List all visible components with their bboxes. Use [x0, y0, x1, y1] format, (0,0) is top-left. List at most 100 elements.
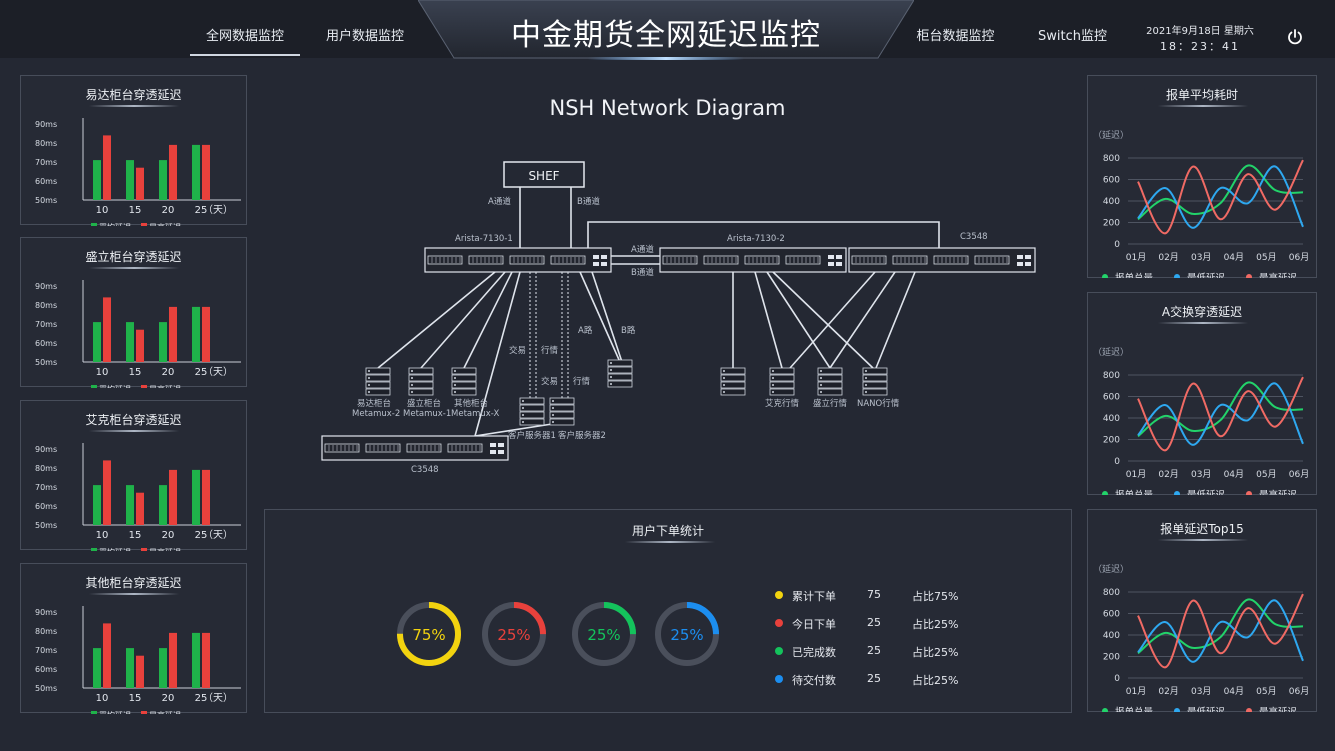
legend-count: 25: [867, 616, 881, 629]
legend-name: 已完成数: [792, 646, 836, 659]
y-tick-label: 80ms: [35, 464, 57, 473]
label-trade-1: 交易: [509, 345, 526, 356]
title-underline: [1158, 105, 1248, 107]
legend-ratio: 占比25%: [912, 646, 959, 659]
bar: [192, 144, 200, 200]
x-tick-label: 15: [129, 693, 142, 704]
nav-tab-counter-monitor[interactable]: 柜台数据监控: [916, 29, 995, 44]
bar: [192, 306, 200, 362]
legend-ratio: 占比25%: [912, 618, 959, 631]
x-tick-label: 15: [129, 367, 142, 378]
bar: [103, 297, 111, 362]
ring-percent-label: 75%: [412, 626, 445, 644]
panel-title: 其他柜台穿透延迟: [85, 576, 182, 590]
x-tick-label: 06月: [1289, 686, 1309, 697]
y-tick-label: 800: [1103, 588, 1120, 598]
label-quote-2: 行情: [573, 376, 591, 387]
legend-swatch: [1174, 708, 1180, 712]
series-line: [1137, 159, 1304, 235]
label-shengli-metamux: Metamux-1: [403, 409, 451, 419]
x-tick-label: 03月: [1191, 252, 1211, 263]
bar: [126, 160, 134, 200]
server-yida: [365, 367, 391, 396]
bar: [192, 469, 200, 525]
c3548-bottom-switch: [321, 435, 509, 461]
series-line: [1137, 381, 1304, 438]
bar: [93, 485, 101, 525]
y-tick-label: 90ms: [35, 120, 57, 129]
network-diagram: SHEF A通道 B通道 Arista-7130-1 Arista-7130: [321, 161, 1036, 475]
bar: [202, 632, 210, 688]
nav-tab-user-monitor[interactable]: 用户数据监控: [325, 29, 404, 44]
legend-swatch: [141, 223, 147, 226]
bar: [159, 485, 167, 525]
ring-progress: [655, 602, 719, 666]
nav-tab-network-monitor[interactable]: 全网数据监控: [190, 20, 300, 56]
legend-swatch: [1102, 491, 1108, 495]
y-tick-label: 60ms: [35, 665, 57, 674]
title-underline: [89, 593, 179, 595]
title-underline: [89, 105, 179, 107]
bar: [159, 322, 167, 362]
y-tick-label: 200: [1103, 653, 1120, 663]
bar: [126, 322, 134, 362]
bar: [103, 135, 111, 200]
bar: [192, 632, 200, 688]
bar: [169, 469, 177, 525]
legend-label: 最低延迟: [1187, 489, 1226, 495]
legend-swatch: [141, 385, 147, 388]
label-quote-1: 行情: [541, 345, 559, 356]
label-other-metamux: Metamux-X: [451, 409, 499, 419]
x-tick-label: 25: [195, 530, 208, 541]
title-underline: [1158, 539, 1248, 541]
series-line: [1137, 599, 1304, 663]
series-line: [1137, 376, 1304, 452]
x-tick-label: 05月: [1256, 252, 1276, 263]
power-icon[interactable]: [1286, 28, 1304, 46]
legend-count: 25: [867, 644, 881, 657]
title-plate: [418, 0, 914, 60]
x-tick-label: 04月: [1224, 686, 1244, 697]
panel-title: 报单延迟Top15: [1160, 522, 1244, 536]
x-tick-label: 10: [96, 530, 109, 541]
x-tick-label: 15: [129, 530, 142, 541]
panel-title: 盛立柜台穿透延迟: [85, 250, 182, 264]
x-unit-label: （天）: [203, 366, 233, 378]
x-unit-label: （天）: [203, 204, 233, 216]
y-tick-label: 400: [1103, 631, 1120, 641]
y-axis-label: （延迟）: [1093, 563, 1129, 575]
ring-percent-label: 25%: [670, 626, 703, 644]
legend-swatch: [1174, 491, 1180, 495]
series-line: [1137, 382, 1304, 446]
series-line: [1137, 598, 1304, 655]
y-tick-label: 800: [1103, 154, 1120, 164]
line-chart: （延迟）800600400200001月02月03月04月05月06月报单总量最…: [1093, 346, 1309, 495]
label-a-channel: A通道: [488, 196, 511, 207]
legend-swatch: [141, 711, 147, 714]
time-text: 18：23：41: [1160, 40, 1240, 53]
x-tick-label: 03月: [1191, 469, 1211, 480]
y-tick-label: 90ms: [35, 282, 57, 291]
bar: [202, 469, 210, 525]
label-nano-quote: NANO行情: [857, 398, 900, 409]
y-tick-label: 90ms: [35, 608, 57, 617]
legend-swatch: [1174, 274, 1180, 278]
y-axis-label: （延迟）: [1093, 129, 1129, 141]
server-aike-quote: [769, 367, 795, 396]
legend-label: 最高延迟: [149, 710, 181, 714]
legend-label: 最高延迟: [149, 547, 181, 551]
x-tick-label: 02月: [1158, 252, 1178, 263]
shef-node: [503, 161, 585, 188]
y-tick-label: 600: [1103, 176, 1120, 186]
x-tick-label: 25: [195, 693, 208, 704]
panel-title: 报单平均耗时: [1165, 88, 1238, 102]
x-tick-label: 02月: [1158, 469, 1178, 480]
title-underline: [625, 541, 715, 543]
bar: [169, 306, 177, 362]
nav-tab-switch-monitor[interactable]: Switch监控: [1038, 29, 1107, 44]
bar: [202, 306, 210, 362]
